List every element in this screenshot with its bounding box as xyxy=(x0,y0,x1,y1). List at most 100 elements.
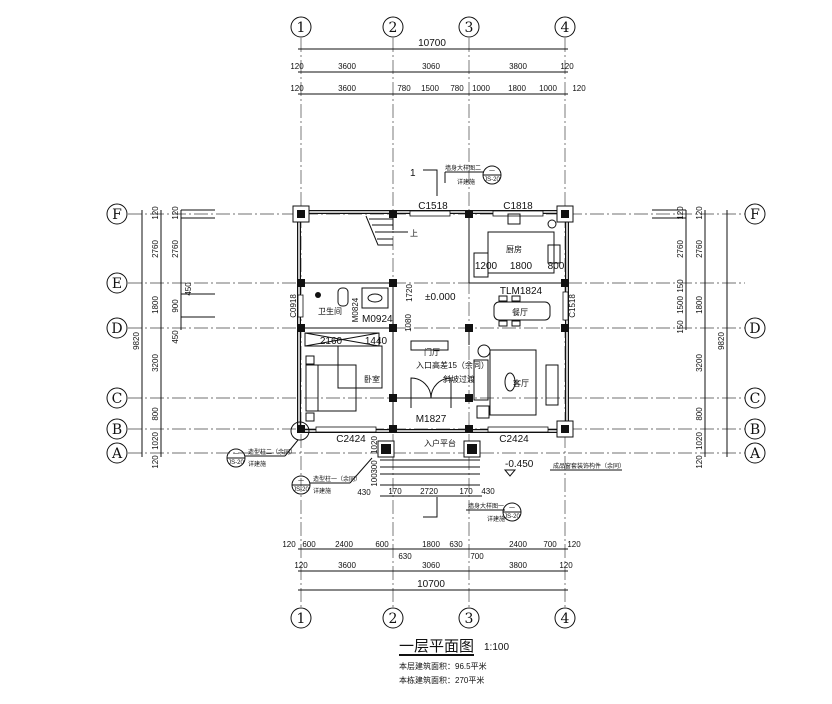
window-c1518-right: C1518 xyxy=(568,294,577,318)
grid-lines xyxy=(128,38,745,607)
dim-bottom: 630 xyxy=(449,540,463,549)
section-mark-label: 1 xyxy=(410,168,416,179)
dim-bottom: 630 xyxy=(398,552,412,561)
column-2-label: 造型柱二（余同） xyxy=(248,448,296,456)
window-c1818: C1818 xyxy=(503,201,533,212)
dim-right: 2760 xyxy=(676,240,685,258)
dim-right: 1020 xyxy=(695,432,704,450)
dim-right: 1500 xyxy=(676,296,685,314)
dim-left: 450 xyxy=(184,282,193,296)
dim-right: 150 xyxy=(676,279,685,293)
step-dim: 170 xyxy=(388,487,402,496)
entry-platform xyxy=(377,440,517,486)
left-dimensions: 9820 120 2760 1800 3200 800 1020 120 120… xyxy=(132,206,215,469)
dim-2160: 2160 xyxy=(320,336,343,347)
dim-top: 1000 xyxy=(539,84,557,93)
door-tlm1824: TLM1824 xyxy=(500,286,543,297)
dim-bottom: 120 xyxy=(567,540,581,549)
window-c0918: C0918 xyxy=(289,294,298,318)
dim-bottom: 3800 xyxy=(509,561,527,570)
title-block: 一层平面图 1:100 本层建筑面积：96.5平米 本栋建筑面积：270平米 xyxy=(399,637,509,685)
dim-bottom-total: 10700 xyxy=(417,579,445,590)
dim-right: 120 xyxy=(676,206,685,220)
dim-right: 800 xyxy=(695,407,704,421)
dim-left: 120 xyxy=(151,455,160,469)
column-1-label: 造型柱一（余同） xyxy=(313,475,361,483)
right-dimensions: 120 2760 150 1500 150 120 2760 1800 3200… xyxy=(652,206,728,469)
axis-d-left: D xyxy=(111,321,122,337)
dim-left: 2760 xyxy=(171,240,180,258)
wall-detail-2-sheet: JS-20 xyxy=(484,177,500,183)
dim-top: 3600 xyxy=(338,84,356,93)
entry-height-diff: 入口高差15（余同） xyxy=(416,360,489,370)
drawing-title: 一层平面图 xyxy=(399,637,474,655)
axis-3-bottom: 3 xyxy=(465,611,474,627)
axis-c-left: C xyxy=(112,391,123,407)
dim-bottom: 700 xyxy=(470,552,484,561)
dim-right: 120 xyxy=(695,206,704,220)
axis-a-right: A xyxy=(749,446,761,462)
total-area: 本栋建筑面积：270平米 xyxy=(399,675,484,685)
dim-bottom: 3600 xyxy=(338,561,356,570)
dim-top: 3060 xyxy=(422,62,440,71)
step-dim: 170 xyxy=(459,487,473,496)
dim-right: 1800 xyxy=(695,296,704,314)
dim-right-total: 9820 xyxy=(717,332,726,350)
door-m1827: M1827 xyxy=(416,414,447,425)
wall-detail-1-ref: 详建施 xyxy=(487,515,505,523)
dim-1440: 1440 xyxy=(365,336,388,347)
bottom-dimensions: 120 600 2400 600 630 1800 630 700 2400 7… xyxy=(282,540,581,591)
axis-2-top: 2 xyxy=(389,20,398,36)
wall-detail-1-sheet: JS-20 xyxy=(504,514,520,520)
section-mark: 1 xyxy=(410,168,438,518)
step-dim: 2720 xyxy=(420,487,438,496)
column-2-num: 一 xyxy=(233,452,239,458)
room-entry-platform: 入户平台 xyxy=(424,438,456,448)
dim-top: 120 xyxy=(290,62,304,71)
axis-1-bottom: 1 xyxy=(297,611,306,627)
dim-kitchen-800: 800 xyxy=(548,261,565,272)
dim-bottom: 120 xyxy=(294,561,308,570)
dim-right: 3200 xyxy=(695,354,704,372)
dim-1080: 1080 xyxy=(404,314,413,332)
dim-left: 1020 xyxy=(151,432,160,450)
room-bathroom: 卫生间 xyxy=(318,306,342,316)
room-kitchen: 厨房 xyxy=(506,244,522,254)
dim-top: 1000 xyxy=(472,84,490,93)
column-2-ref: 详建施 xyxy=(248,460,266,468)
wall-detail-2-label: 墙身大样图二 xyxy=(445,164,481,172)
exterior-level: -0.450 xyxy=(505,459,534,470)
callout-column-2: 一 JS-20 造型柱二（余同） 详建施 xyxy=(226,439,299,468)
wall-detail-2-num: 一 xyxy=(489,169,495,175)
dim-bottom: 600 xyxy=(375,540,389,549)
stair-up: 上 xyxy=(410,229,418,238)
dim-bottom: 600 xyxy=(302,540,316,549)
window-c2424-left: C2424 xyxy=(336,434,366,445)
dim-100: 100 xyxy=(370,473,379,487)
dim-left: 800 xyxy=(151,407,160,421)
dim-bottom: 1800 xyxy=(422,540,440,549)
dim-top: 120 xyxy=(572,84,586,93)
dim-1020: 1020 xyxy=(370,436,379,454)
room-labels: 厨房 餐厅 客厅 卫生间 卧室 门厅 入户平台 xyxy=(318,244,529,448)
axis-1-top: 1 xyxy=(297,20,306,36)
dim-left: 3200 xyxy=(151,354,160,372)
wall-detail-1-num: 一 xyxy=(509,506,515,512)
dim-left: 900 xyxy=(171,299,180,313)
window-c1518-top: C1518 xyxy=(418,201,448,212)
room-living: 客厅 xyxy=(513,378,529,388)
window-c2424-right: C2424 xyxy=(499,434,529,445)
floor-area: 本层建筑面积：96.5平米 xyxy=(399,661,487,671)
floor-level: ±0.000 xyxy=(425,292,456,303)
dim-1720: 1720 xyxy=(405,284,414,302)
dim-right: 150 xyxy=(676,320,685,334)
column-1-sheet: JS-20 xyxy=(293,487,309,493)
dim-top: 120 xyxy=(290,84,304,93)
dim-top: 780 xyxy=(397,84,411,93)
dim-300: 300 xyxy=(370,460,379,474)
dim-top: 120 xyxy=(560,62,574,71)
room-dining: 餐厅 xyxy=(512,308,528,317)
dim-top: 3800 xyxy=(509,62,527,71)
window-trim-note: 成品窗套装饰构件（余同） xyxy=(553,462,625,470)
